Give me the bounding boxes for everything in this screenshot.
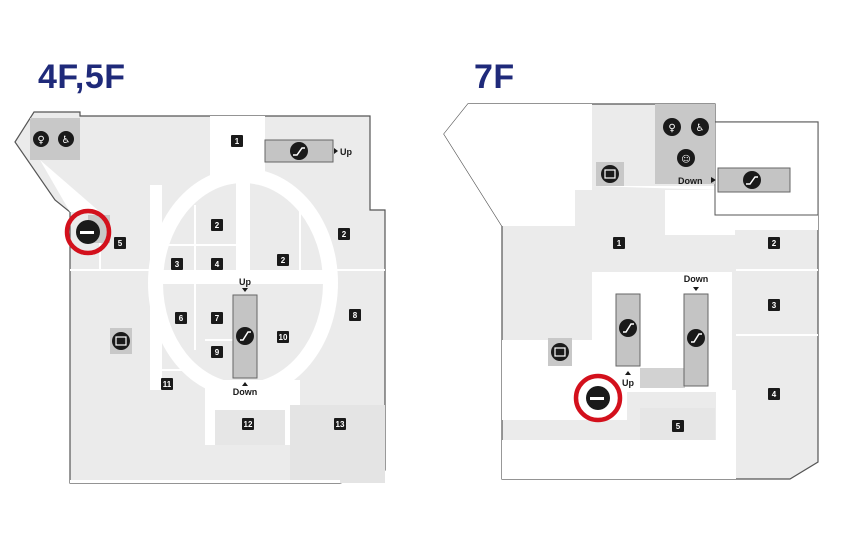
shop-badge: 2 [338, 228, 350, 240]
elevator-icon [601, 165, 619, 183]
shop-badge: 5 [672, 420, 684, 432]
floor-title-4f-5f: 4F,5F [38, 58, 126, 96]
svg-text:3: 3 [772, 301, 777, 310]
svg-text:2: 2 [342, 230, 347, 239]
shop-badge: 9 [211, 346, 223, 358]
svg-text:2: 2 [215, 221, 220, 230]
svg-text:13: 13 [336, 420, 345, 429]
svg-text:5: 5 [118, 239, 123, 248]
svg-text:5: 5 [676, 422, 681, 431]
svg-text:1: 1 [235, 137, 240, 146]
svg-text:11: 11 [163, 380, 172, 389]
restroom-icon [33, 131, 49, 147]
shop-badge: 12 [242, 418, 254, 430]
escalator-down-label-7f: Down [678, 176, 703, 186]
shop-badge: 2 [211, 219, 223, 231]
escalator-down-label-center: Down [233, 387, 258, 397]
svg-text:♿: ♿ [62, 135, 71, 146]
restroom-panel-7f [655, 104, 715, 184]
map-4f-5f: ♀ ♿ Up Up Down 1 2 2 2 3 4 5 6 7 [14, 111, 386, 484]
elevator-icon [551, 343, 569, 361]
svg-text:☺: ☺ [681, 154, 690, 165]
baby-care-icon [677, 149, 695, 167]
shop-badge: 10 [277, 331, 289, 343]
svg-text:6: 6 [179, 314, 184, 323]
shop-badge: 4 [211, 258, 223, 270]
svg-text:♀: ♀ [668, 123, 675, 134]
shop-badge: 3 [171, 258, 183, 270]
svg-text:1: 1 [617, 239, 622, 248]
svg-text:12: 12 [244, 420, 253, 429]
shop-badge: 4 [768, 388, 780, 400]
shop-badge: 11 [161, 378, 173, 390]
svg-text:9: 9 [215, 348, 220, 357]
elevator-icon [112, 332, 130, 350]
shop-badge: 6 [175, 312, 187, 324]
smoking-area-highlight [64, 208, 112, 256]
map-7f: ♀ ♿ ☺ Down Up Down 1 [443, 103, 819, 480]
escalator-down-label-7f-right: Down [684, 274, 709, 284]
shop-badge: 13 [334, 418, 346, 430]
shop-badge: 1 [231, 135, 243, 147]
shop-badge: 3 [768, 299, 780, 311]
shop-badge: 2 [277, 254, 289, 266]
svg-text:4: 4 [772, 390, 777, 399]
accessible-icon [58, 131, 74, 147]
svg-text:3: 3 [175, 260, 180, 269]
svg-text:4: 4 [215, 260, 220, 269]
svg-text:2: 2 [772, 239, 777, 248]
shop-badge: 5 [114, 237, 126, 249]
escalator-up-label-center: Up [239, 277, 251, 287]
svg-text:♀: ♀ [37, 135, 44, 146]
svg-text:10: 10 [279, 333, 288, 342]
shop-badge: 8 [349, 309, 361, 321]
shop-badge: 2 [768, 237, 780, 249]
svg-text:♿: ♿ [696, 123, 705, 134]
escalator-up-label-7f: Up [622, 378, 634, 388]
floor-title-7f: 7F [474, 58, 515, 96]
smoking-area-highlight [573, 373, 623, 423]
svg-text:7: 7 [215, 314, 220, 323]
accessible-icon [691, 118, 709, 136]
shop-badge: 7 [211, 312, 223, 324]
shop-badge: 1 [613, 237, 625, 249]
restroom-icon [663, 118, 681, 136]
svg-text:8: 8 [353, 311, 358, 320]
escalator-up-label: Up [340, 147, 352, 157]
svg-text:2: 2 [281, 256, 286, 265]
